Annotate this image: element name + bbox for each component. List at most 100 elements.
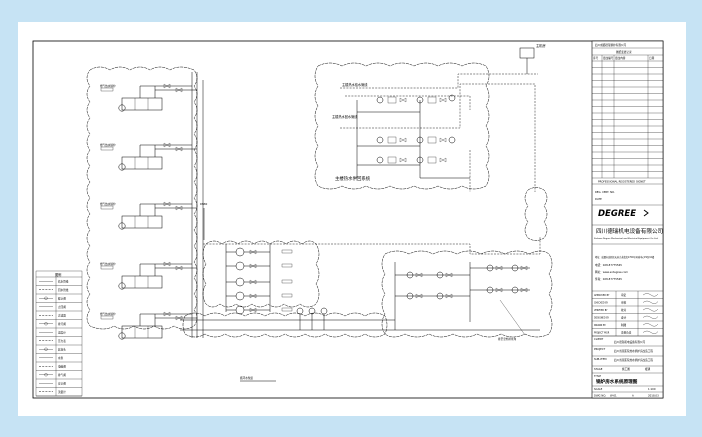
legend-title: 图例 [55,272,61,277]
legend-item-label: 水泵 [58,356,64,360]
boiler-body [121,156,163,170]
boiler-label: 燃气热水锅炉 [100,84,116,88]
gate-valve-icon [445,272,453,278]
gate-valve-icon [163,83,171,89]
pump-tag [281,263,293,268]
title-label: TITLE [594,374,601,378]
lower-equipment-unit [406,271,423,279]
date-label-stamp: DATE [595,197,602,201]
role-label-en: PROJECT MGR [594,332,610,335]
drawing-title: 锅炉房水系统原理图 [595,378,638,385]
role-label-cn: 设计 [621,316,627,320]
pump-icon [416,96,424,104]
lower-equipment-unit [486,286,503,294]
exchanger-unit [376,156,407,164]
revision-cloud-boilers [86,66,198,330]
boiler-unit: 燃气热水锅炉 [100,311,197,340]
burner-icon [118,222,126,230]
sheet [18,22,686,416]
boiler-unit: 燃气热水锅炉 [100,142,197,171]
pump-icon [376,96,384,104]
client-label: CLIENT [594,337,604,341]
gate-valve-icon [249,263,257,269]
tb-header-2: 图纸变更记录 [616,50,632,54]
gate-valve-icon [175,146,183,152]
change-column-header: 更改编号 [603,56,614,60]
exchanger-body [387,136,397,144]
burner-icon [118,104,126,112]
pump-tag [281,279,293,284]
drain-leader [499,299,526,336]
signature-icon [642,323,659,327]
legend-item-label: 过滤器 [58,313,66,317]
boiler-body [121,97,163,111]
pump-icon [486,264,494,272]
pump-icon [436,292,444,300]
logo-arrow-icon [643,209,649,217]
company-fax: 传真：028-87775565 [595,277,622,281]
burner-icon [118,163,126,171]
gate-valve-icon [175,205,183,211]
pump-icon [416,156,424,164]
gate-valve-icon [163,261,171,267]
legend-symbol-icon [39,322,53,326]
expansion-tank-icon [448,94,456,102]
burner-icon [118,282,126,290]
gate-valve-icon [439,137,447,143]
stage-label: STAGE [594,367,603,371]
pump-icon [376,136,384,144]
sheet-value: W-01 [610,394,617,398]
role-label-cn: 审核 [621,301,627,305]
gate-valve-icon [249,293,257,299]
boiler-body [121,215,163,229]
gate-valve-icon [175,315,183,321]
exchanger-group [376,94,456,164]
boiler-tag [100,315,114,320]
legend-item-label: 温度计 [58,330,66,334]
legend-item-label: 排污阀 [58,322,66,326]
legend-item-label: 软接头 [58,347,66,351]
gate-valve-icon [415,293,423,299]
exchanger-unit [376,136,407,144]
gate-valve-icon [249,249,257,255]
revision-cloud-bottom-pipes [182,312,388,338]
signature-icon [642,308,659,312]
boiler-unit: 燃气热水锅炉 [100,83,197,112]
company-name-en: Sichuan Degree Mechanical and Electrical… [594,237,659,240]
lower-equipment-unit [511,264,528,272]
lower-equipment-group [406,264,528,336]
pump-unit [226,261,293,271]
signature-icon [642,330,659,334]
pump-tag [281,307,293,312]
gate-valve-icon [163,201,171,207]
project-label: PROJECT [594,347,606,351]
legend-symbol-icon [39,347,53,351]
burner-icon [118,332,126,340]
pump-icon [486,286,494,294]
company-address: 地址：成都市高新区天府大道北段1700号环球中心E1区10楼 [595,255,655,259]
pipe-size-tag: DN80 [200,202,208,206]
pump-tag [281,293,293,298]
boiler-label: 燃气热水锅炉 [100,202,116,206]
change-column-header: 序号 [593,56,599,60]
gate-valve-icon [249,279,257,285]
lower-equipment-unit [511,286,528,294]
pump-icon [511,264,519,272]
top-tag-label: 主机房 [536,43,546,48]
pump-unit [226,277,293,287]
discipline-value: 暖通 [645,367,651,371]
legend-item-label: 止回阀 [58,305,66,309]
upper-line-label: 主楼热水给水管线 [342,82,368,87]
company-logo: DEGREE [598,209,636,219]
boiler-unit: 燃气热水锅炉 [100,261,197,290]
boiler-label: 燃气热水锅炉 [100,143,116,147]
tb-header-1: 四川成都德瑞锅炉有限公司 [595,43,627,47]
role-label-cn: 审定 [621,293,627,297]
exchanger-unit [416,136,447,144]
sheet-label: DWG NO. [594,394,606,398]
role-label-en: DRAWN BY [594,324,606,327]
boiler-label: 燃气热水锅炉 [100,262,116,266]
bottom-pump-group [296,307,328,330]
